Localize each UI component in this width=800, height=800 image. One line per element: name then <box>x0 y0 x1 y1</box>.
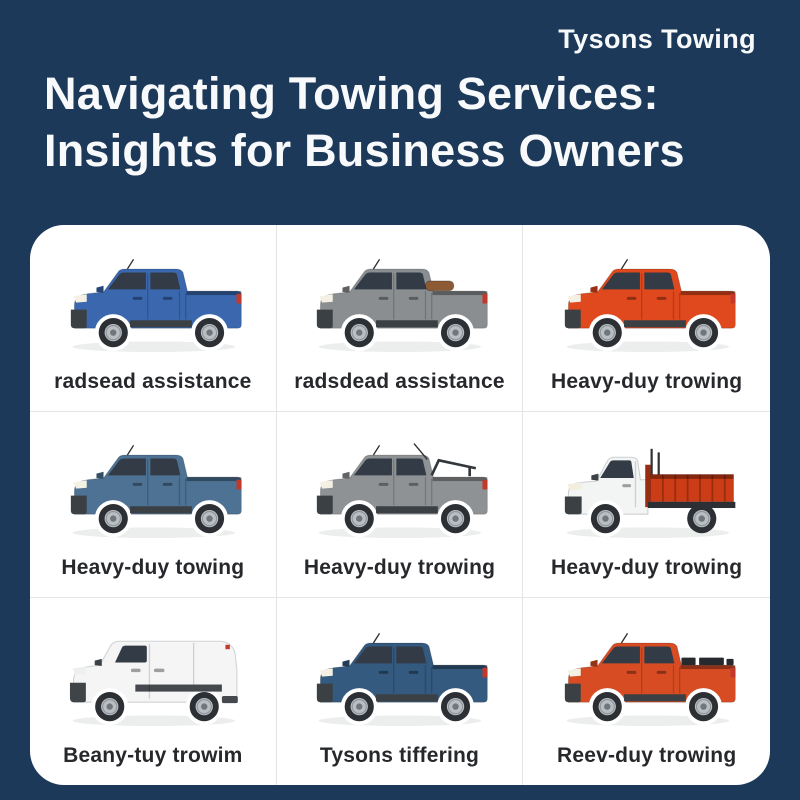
grid-cell-2: radsdead assistance <box>276 225 524 412</box>
brand-logo-text: Tysons Towing <box>558 24 756 54</box>
blue-pickup-truck-icon <box>47 249 259 365</box>
grid-cell-7: Beany-tuy trowim <box>30 598 277 785</box>
page-title-line-1: Navigating Towing Services: <box>44 68 659 119</box>
vehicle-caption: Reev-duy trowing <box>556 744 737 767</box>
grid-cell-6: Heavy-duy trowing <box>523 412 770 599</box>
steel-blue-pickup-truck-icon <box>47 435 259 551</box>
grid-cell-8: Tysons tiffering <box>277 598 524 785</box>
vehicle-caption: Heavy-duy trowing <box>303 556 496 580</box>
white-flatbed-stake-truck-icon <box>541 435 753 551</box>
gray-pickup-truck-icon <box>293 249 505 365</box>
vehicle-caption: radsdead assistance <box>294 369 505 393</box>
vehicle-grid-card: radsead assistance radsdead assistance <box>30 225 770 785</box>
white-cargo-van-icon <box>47 623 259 739</box>
vehicle-caption: Heavy-duy trowing <box>551 556 743 580</box>
grid-cell-9: Reev-duy trowing <box>523 598 770 785</box>
gray-pickup-truck-with-rack-icon <box>293 435 505 551</box>
vehicle-caption: radsead assistance <box>54 369 252 393</box>
vehicle-caption: Beany-tuy trowim <box>63 744 243 767</box>
page-title-line-2: Insights for Business Owners <box>44 124 685 176</box>
orange-pickup-truck-icon <box>541 249 753 365</box>
grid-cell-4: Heavy-duy towing <box>30 411 277 599</box>
vehicle-caption: Tysons tiffering <box>319 744 480 767</box>
orange-pickup-truck-with-toolbox-icon <box>541 623 753 739</box>
vehicle-caption: Heavy-duy trowing <box>551 369 743 393</box>
dark-blue-pickup-truck-icon <box>293 623 505 739</box>
vehicle-caption: Heavy-duy towing <box>61 556 245 580</box>
page-title: Navigating Towing Services: Insights for… <box>44 66 770 179</box>
grid-cell-1: radsead assistance <box>30 225 277 412</box>
grid-cell-3: Heavy-duy trowing <box>523 225 770 412</box>
grid-cell-5: Heavy-duy trowing <box>276 411 524 599</box>
